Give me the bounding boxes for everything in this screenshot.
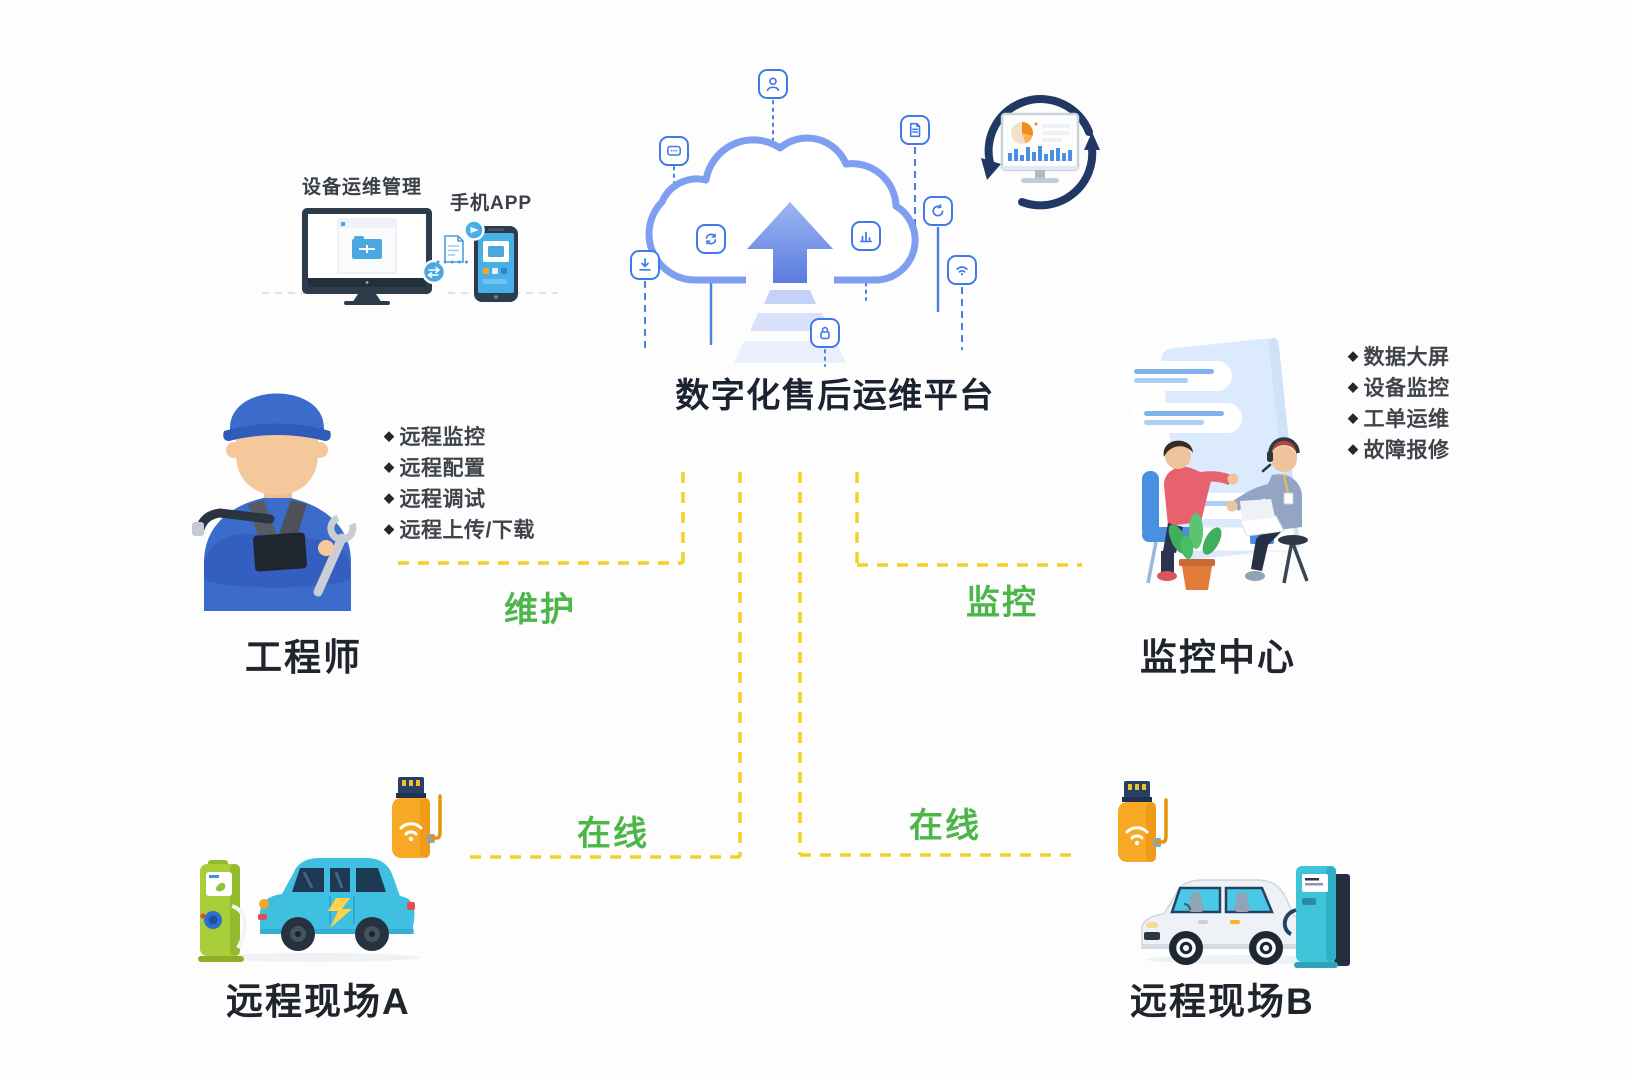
engineer-feature: 远程配置 [399,456,486,480]
siteB-iot-dongle [1118,781,1168,862]
monitor-phone-illustration [302,208,518,305]
diamond-bullet-icon: ◆ [1348,410,1359,425]
siteB-label: 远程现场B [1130,981,1315,1022]
cloud-icon-user [758,69,788,99]
cloud-icon-document [900,115,930,145]
wifi-icon [956,266,968,276]
yellow-dashed-connectors [398,472,1082,859]
transfer-badge-phone [463,219,485,241]
list-item: ◆ 远程配置 [384,451,535,482]
user-icon [766,77,780,92]
smartphone [474,226,518,302]
siteA-iot-dongle [392,777,442,858]
monitoring-feature-list: ◆ 数据大屏 ◆ 设备监控 ◆ 工单运维 ◆ 故障报修 [1348,340,1450,464]
list-item: ◆ 数据大屏 [1348,340,1450,371]
wifi-arcs [1125,826,1149,840]
sync-icon [705,233,717,245]
phone-app-label: 手机APP [450,193,533,214]
diamond-bullet-icon: ◆ [384,521,395,536]
diamond-bullet-icon: ◆ [1348,379,1359,394]
engineer-feature: 远程调试 [399,487,486,511]
link-label-online-left: 在线 [577,815,649,853]
bar-chart-icon [859,231,873,243]
siteA-shadow [210,953,420,962]
link-label-monitor: 监控 [966,584,1038,622]
monitoring-center-illustration [1120,337,1309,590]
monitoring-feature: 故障报修 [1363,438,1450,462]
desktop-monitor [302,208,432,305]
device-mgmt-label: 设备运维管理 [302,177,423,198]
cloud-icon-wifi [947,255,977,285]
dashboard-monitor [1000,112,1080,183]
monitoring-feature: 设备监控 [1363,376,1450,400]
engineer-cap [230,393,324,433]
manager-person [1142,440,1239,584]
download-icon [639,258,651,271]
plant [1168,513,1222,590]
diamond-bullet-icon: ◆ [384,490,395,505]
list-item: ◆ 远程上传/下载 [384,513,535,544]
data-sync-illustration [981,95,1100,210]
engineer-wrench-handle [313,533,347,597]
link-label-online-right: 在线 [909,807,981,845]
diamond-bullet-icon: ◆ [384,459,395,474]
wifi-arcs [399,822,423,836]
list-item: ◆ 远程调试 [384,482,535,513]
monitoring-center-label: 监控中心 [1140,637,1296,678]
mini-bars [1008,146,1072,161]
siteA-charging-station [198,860,247,962]
antenna-wire [430,794,442,840]
lightning-decal [328,898,352,928]
charging-cable [1282,908,1297,936]
engineer-feature: 远程上传/下载 [399,518,535,542]
siteB-charging-station [1282,866,1350,968]
lock-icon [820,326,830,340]
refresh-icon [932,203,944,217]
siteB-shadow [1146,955,1346,964]
engineer-feature: 远程监控 [399,425,486,449]
transfer-doc [444,235,464,263]
list-item: ◆ 工单运维 [1348,402,1450,433]
platform-title: 数字化售后运维平台 [675,377,995,415]
cloud-icon-lock [810,318,840,348]
siteA-electric-car [258,858,415,951]
monitoring-feature: 工单运维 [1363,407,1450,431]
engineer-feature-list: ◆ 远程监控 ◆ 远程配置 ◆ 远程调试 ◆ 远程上传/下载 [384,420,535,544]
cloud-icon-download [630,250,660,280]
diamond-bullet-icon: ◆ [1348,441,1359,456]
engineer-label: 工程师 [245,637,362,678]
antenna-wire [1156,798,1168,844]
cloud-icon-message [659,136,689,166]
operator-person [1226,437,1309,584]
charging-cable [231,904,247,949]
cloud-icon-bar-chart [851,221,881,251]
list-item: ◆ 设备监控 [1348,371,1450,402]
engineer-clipboard [253,532,307,572]
siteB-car [1141,879,1312,965]
list-item: ◆ 故障报修 [1348,433,1450,464]
list-item: ◆ 远程监控 [384,420,535,451]
upload-arrow [747,202,833,283]
cloud-icon-refresh [923,196,953,226]
link-label-maintenance: 维护 [504,591,576,629]
diamond-bullet-icon: ◆ [1348,348,1359,363]
transfer-badge-monitor [421,259,447,285]
engineer-illustration [192,393,357,611]
monitoring-feature: 数据大屏 [1363,345,1450,369]
siteA-label: 远程现场A [226,981,411,1022]
diamond-bullet-icon: ◆ [384,428,395,443]
message-icon [666,145,681,156]
document-icon [909,122,921,138]
cloud-icon-sync [696,224,726,254]
